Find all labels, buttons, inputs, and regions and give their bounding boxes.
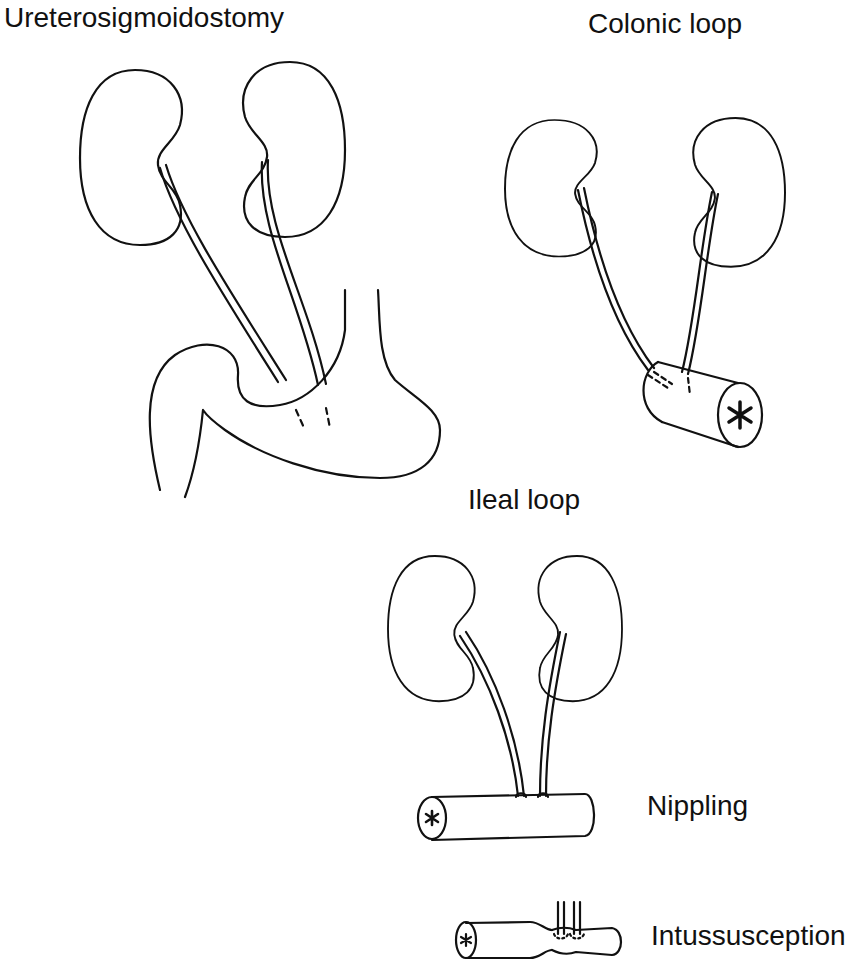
- kidney: [243, 62, 345, 237]
- colonic-conduit: [644, 362, 763, 447]
- procedure-title: Colonic loop: [588, 8, 742, 40]
- procedure-title: Ileal loop: [468, 484, 580, 516]
- ureter: [460, 632, 566, 796]
- ureter: [160, 160, 330, 430]
- technique-label: Nippling: [647, 790, 748, 822]
- kidney: [80, 70, 182, 245]
- kidney: [693, 118, 785, 267]
- ureter: [578, 188, 718, 395]
- ileal-conduit: [418, 793, 594, 840]
- procedure-title: Ureterosigmoidostomy: [4, 2, 284, 34]
- technique-label: Intussusception: [651, 920, 846, 952]
- kidney: [388, 556, 475, 701]
- sigmoid-colon: [150, 290, 440, 497]
- ileal-conduit: [456, 902, 621, 958]
